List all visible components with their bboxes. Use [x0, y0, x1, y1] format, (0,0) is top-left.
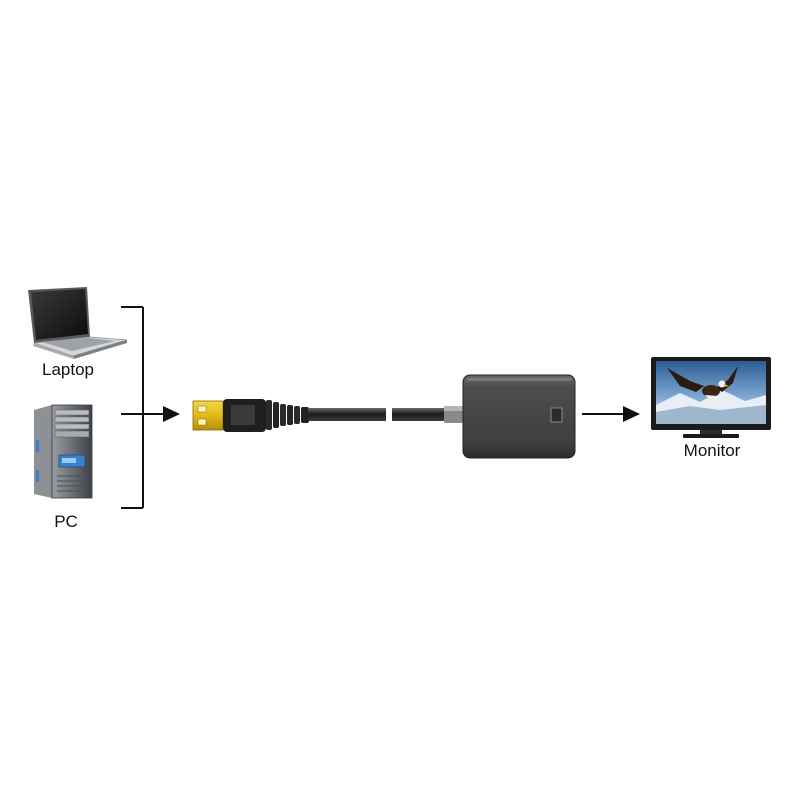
arrow-to-usb [121, 406, 180, 422]
monitor-label: Monitor [683, 441, 741, 460]
laptop-icon [28, 287, 128, 359]
usb-cable [308, 406, 463, 423]
pc-label: PC [54, 512, 78, 531]
merge-bracket [121, 306, 144, 509]
eagle-image [667, 366, 738, 404]
usb-adapter-box-icon [462, 374, 576, 459]
arrow-to-monitor [582, 406, 640, 422]
usb-connector-icon [192, 399, 309, 432]
monitor-icon [651, 357, 771, 438]
pc-tower-icon [34, 404, 93, 499]
laptop-label: Laptop [42, 360, 94, 379]
